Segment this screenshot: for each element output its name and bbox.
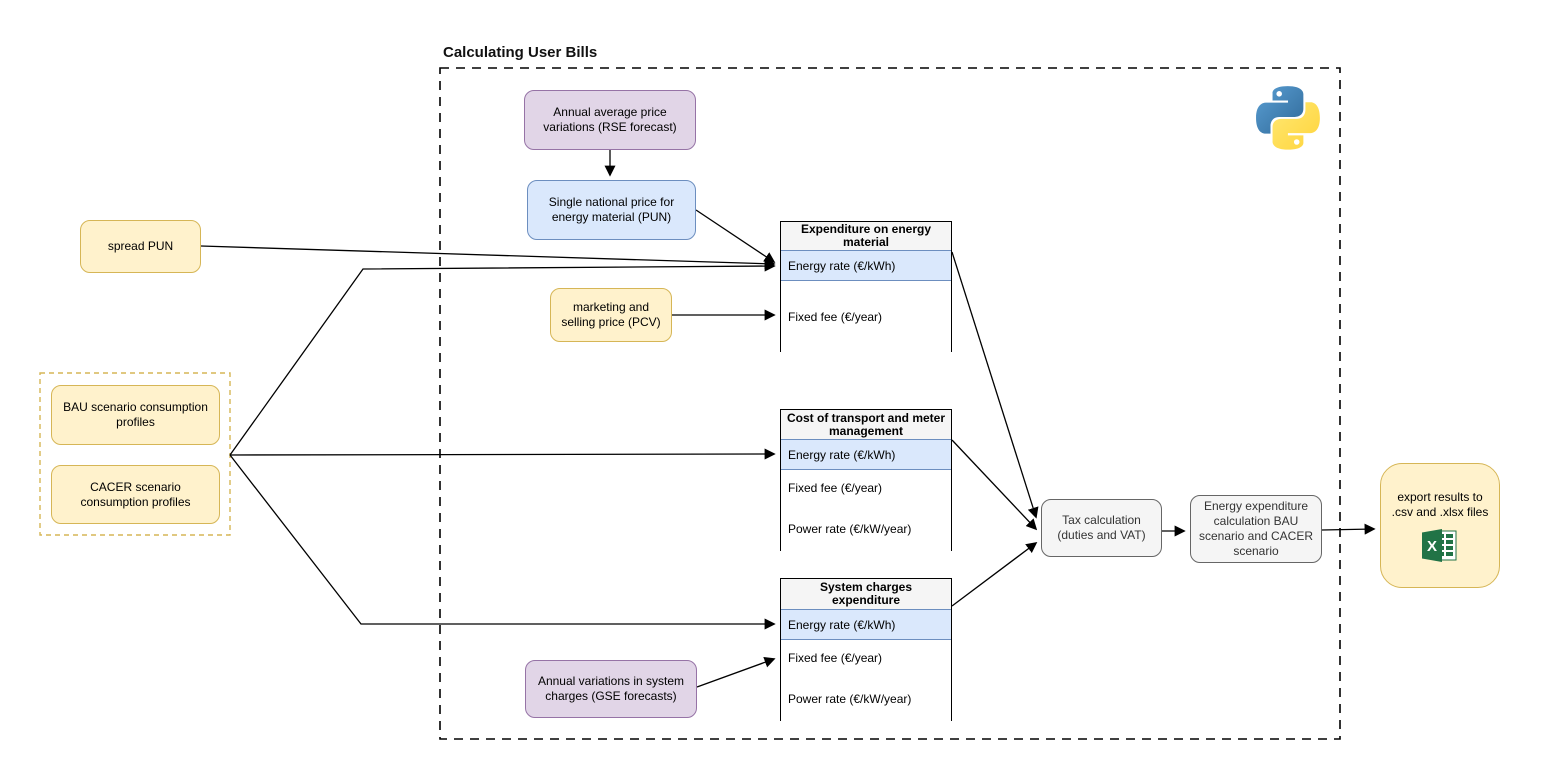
arrow-profiles-to-energy-rate-2 — [229, 448, 776, 460]
python-logo-icon — [1256, 85, 1320, 151]
table-system-charges: System charges expenditure Energy rate (… — [780, 578, 952, 722]
table-header: Expenditure on energy material — [781, 222, 951, 250]
node-pcv: marketing and selling price (PCV) — [550, 288, 672, 342]
table-row-power-rate: Power rate (€/kW/year) — [781, 506, 951, 552]
table-row-fixed-fee: Fixed fee (€/year) — [781, 640, 951, 676]
arrow-profiles-to-energy-rate-3 — [229, 454, 776, 630]
table-row-power-rate: Power rate (€/kW/year) — [781, 676, 951, 722]
node-cacer-profiles: CACER scenario consumption profiles — [51, 465, 220, 524]
table-row-fixed-fee: Fixed fee (€/year) — [781, 470, 951, 506]
table-row-energy-rate: Energy rate (€/kWh) — [781, 609, 951, 640]
table-row-energy-rate: Energy rate (€/kWh) — [781, 250, 951, 281]
node-energy-expenditure: Energy expenditure calculation BAU scena… — [1190, 495, 1322, 563]
node-gse-forecast: Annual variations in system charges (GSE… — [525, 660, 697, 718]
arrow-table3-to-tax — [951, 542, 1038, 607]
node-bau-profiles: BAU scenario consumption profiles — [51, 385, 220, 445]
arrow-energy-expenditure-to-export — [1321, 523, 1376, 535]
diagram-title: Calculating User Bills — [443, 44, 598, 61]
node-tax-calculation: Tax calculation (duties and VAT) — [1041, 499, 1162, 557]
table-expenditure-energy-material: Expenditure on energy material Energy ra… — [780, 221, 952, 353]
node-rse-forecast: Annual average price variations (RSE for… — [524, 90, 696, 150]
arrow-table1-to-tax — [951, 251, 1039, 519]
arrow-spread-pun-to-energy-rate-1 — [200, 245, 776, 270]
node-pun: Single national price for energy materia… — [527, 180, 696, 240]
arrow-pun-to-energy-rate-1 — [695, 209, 776, 263]
arrow-profiles-to-energy-rate-1 — [229, 260, 776, 456]
svg-text:X: X — [1427, 538, 1437, 555]
excel-icon: X — [1422, 528, 1457, 562]
table-header: System charges expenditure — [781, 579, 951, 609]
table-row-fixed-fee: Fixed fee (€/year) — [781, 281, 951, 353]
node-spread-pun: spread PUN — [80, 220, 201, 273]
node-export-results: export results to .csv and .xlsx files X — [1380, 463, 1500, 588]
export-results-label: export results to .csv and .xlsx files — [1391, 489, 1489, 519]
table-transport-meter-management: Cost of transport and meter management E… — [780, 409, 952, 552]
arrow-gse-to-fixed-fee-3 — [696, 657, 776, 688]
table-header: Cost of transport and meter management — [781, 410, 951, 439]
table-row-energy-rate: Energy rate (€/kWh) — [781, 439, 951, 470]
arrow-table2-to-tax — [951, 439, 1038, 531]
